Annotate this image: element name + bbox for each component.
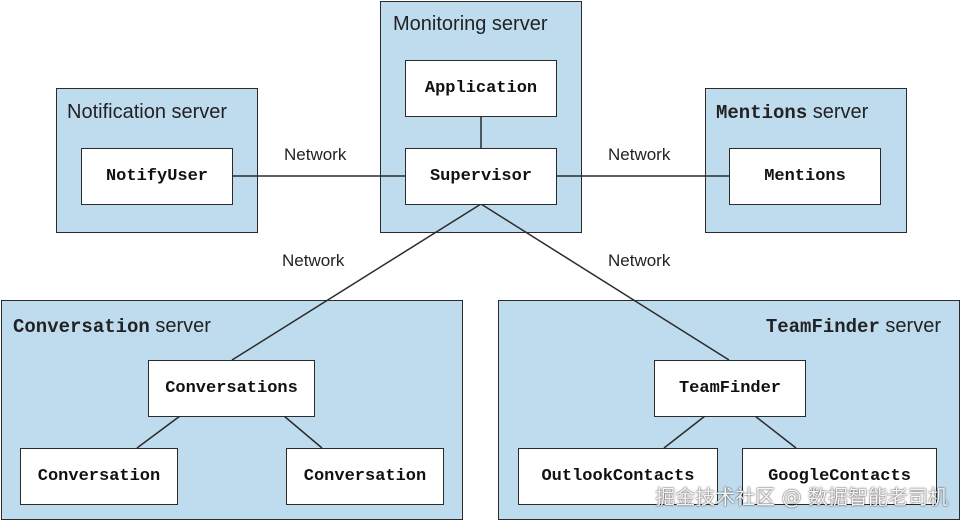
link-teamfinder-google <box>754 415 797 449</box>
mentions-server-title: Mentions server <box>716 101 869 124</box>
watermark: 掘金技术社区 @ 数据智能老司机 <box>655 485 948 509</box>
conversation-left-process: Conversation <box>20 448 178 505</box>
monitoring-server-title: Monitoring server <box>393 13 548 35</box>
link-teamfinder-outlook <box>663 415 706 449</box>
link-supervisor-conversations <box>231 203 482 361</box>
notifyuser-process: NotifyUser <box>81 148 233 205</box>
mentions-process: Mentions <box>729 148 881 205</box>
supervisor-process: Supervisor <box>405 148 557 205</box>
network-label-lower-left: Network <box>282 251 345 270</box>
application-process: Application <box>405 60 557 117</box>
conversation-server-title: Conversation server <box>13 315 211 338</box>
googlecontacts-process: GoogleContacts <box>742 448 937 505</box>
outlookcontacts-process: OutlookContacts <box>518 448 718 505</box>
link-conversations-conversation-left <box>136 415 181 449</box>
conversation-right-process: Conversation <box>286 448 444 505</box>
teamfinder-server-title: TeamFinder server <box>765 315 941 338</box>
network-label-lower-right: Network <box>608 251 671 270</box>
conversations-process: Conversations <box>148 360 315 417</box>
teamfinder-process: TeamFinder <box>654 360 806 417</box>
network-label-right: Network <box>608 145 671 164</box>
link-conversations-conversation-right <box>283 415 323 449</box>
notification-server-title: Notification server <box>67 101 228 123</box>
link-supervisor-teamfinder <box>480 203 730 361</box>
network-label-left: Network <box>284 145 347 164</box>
